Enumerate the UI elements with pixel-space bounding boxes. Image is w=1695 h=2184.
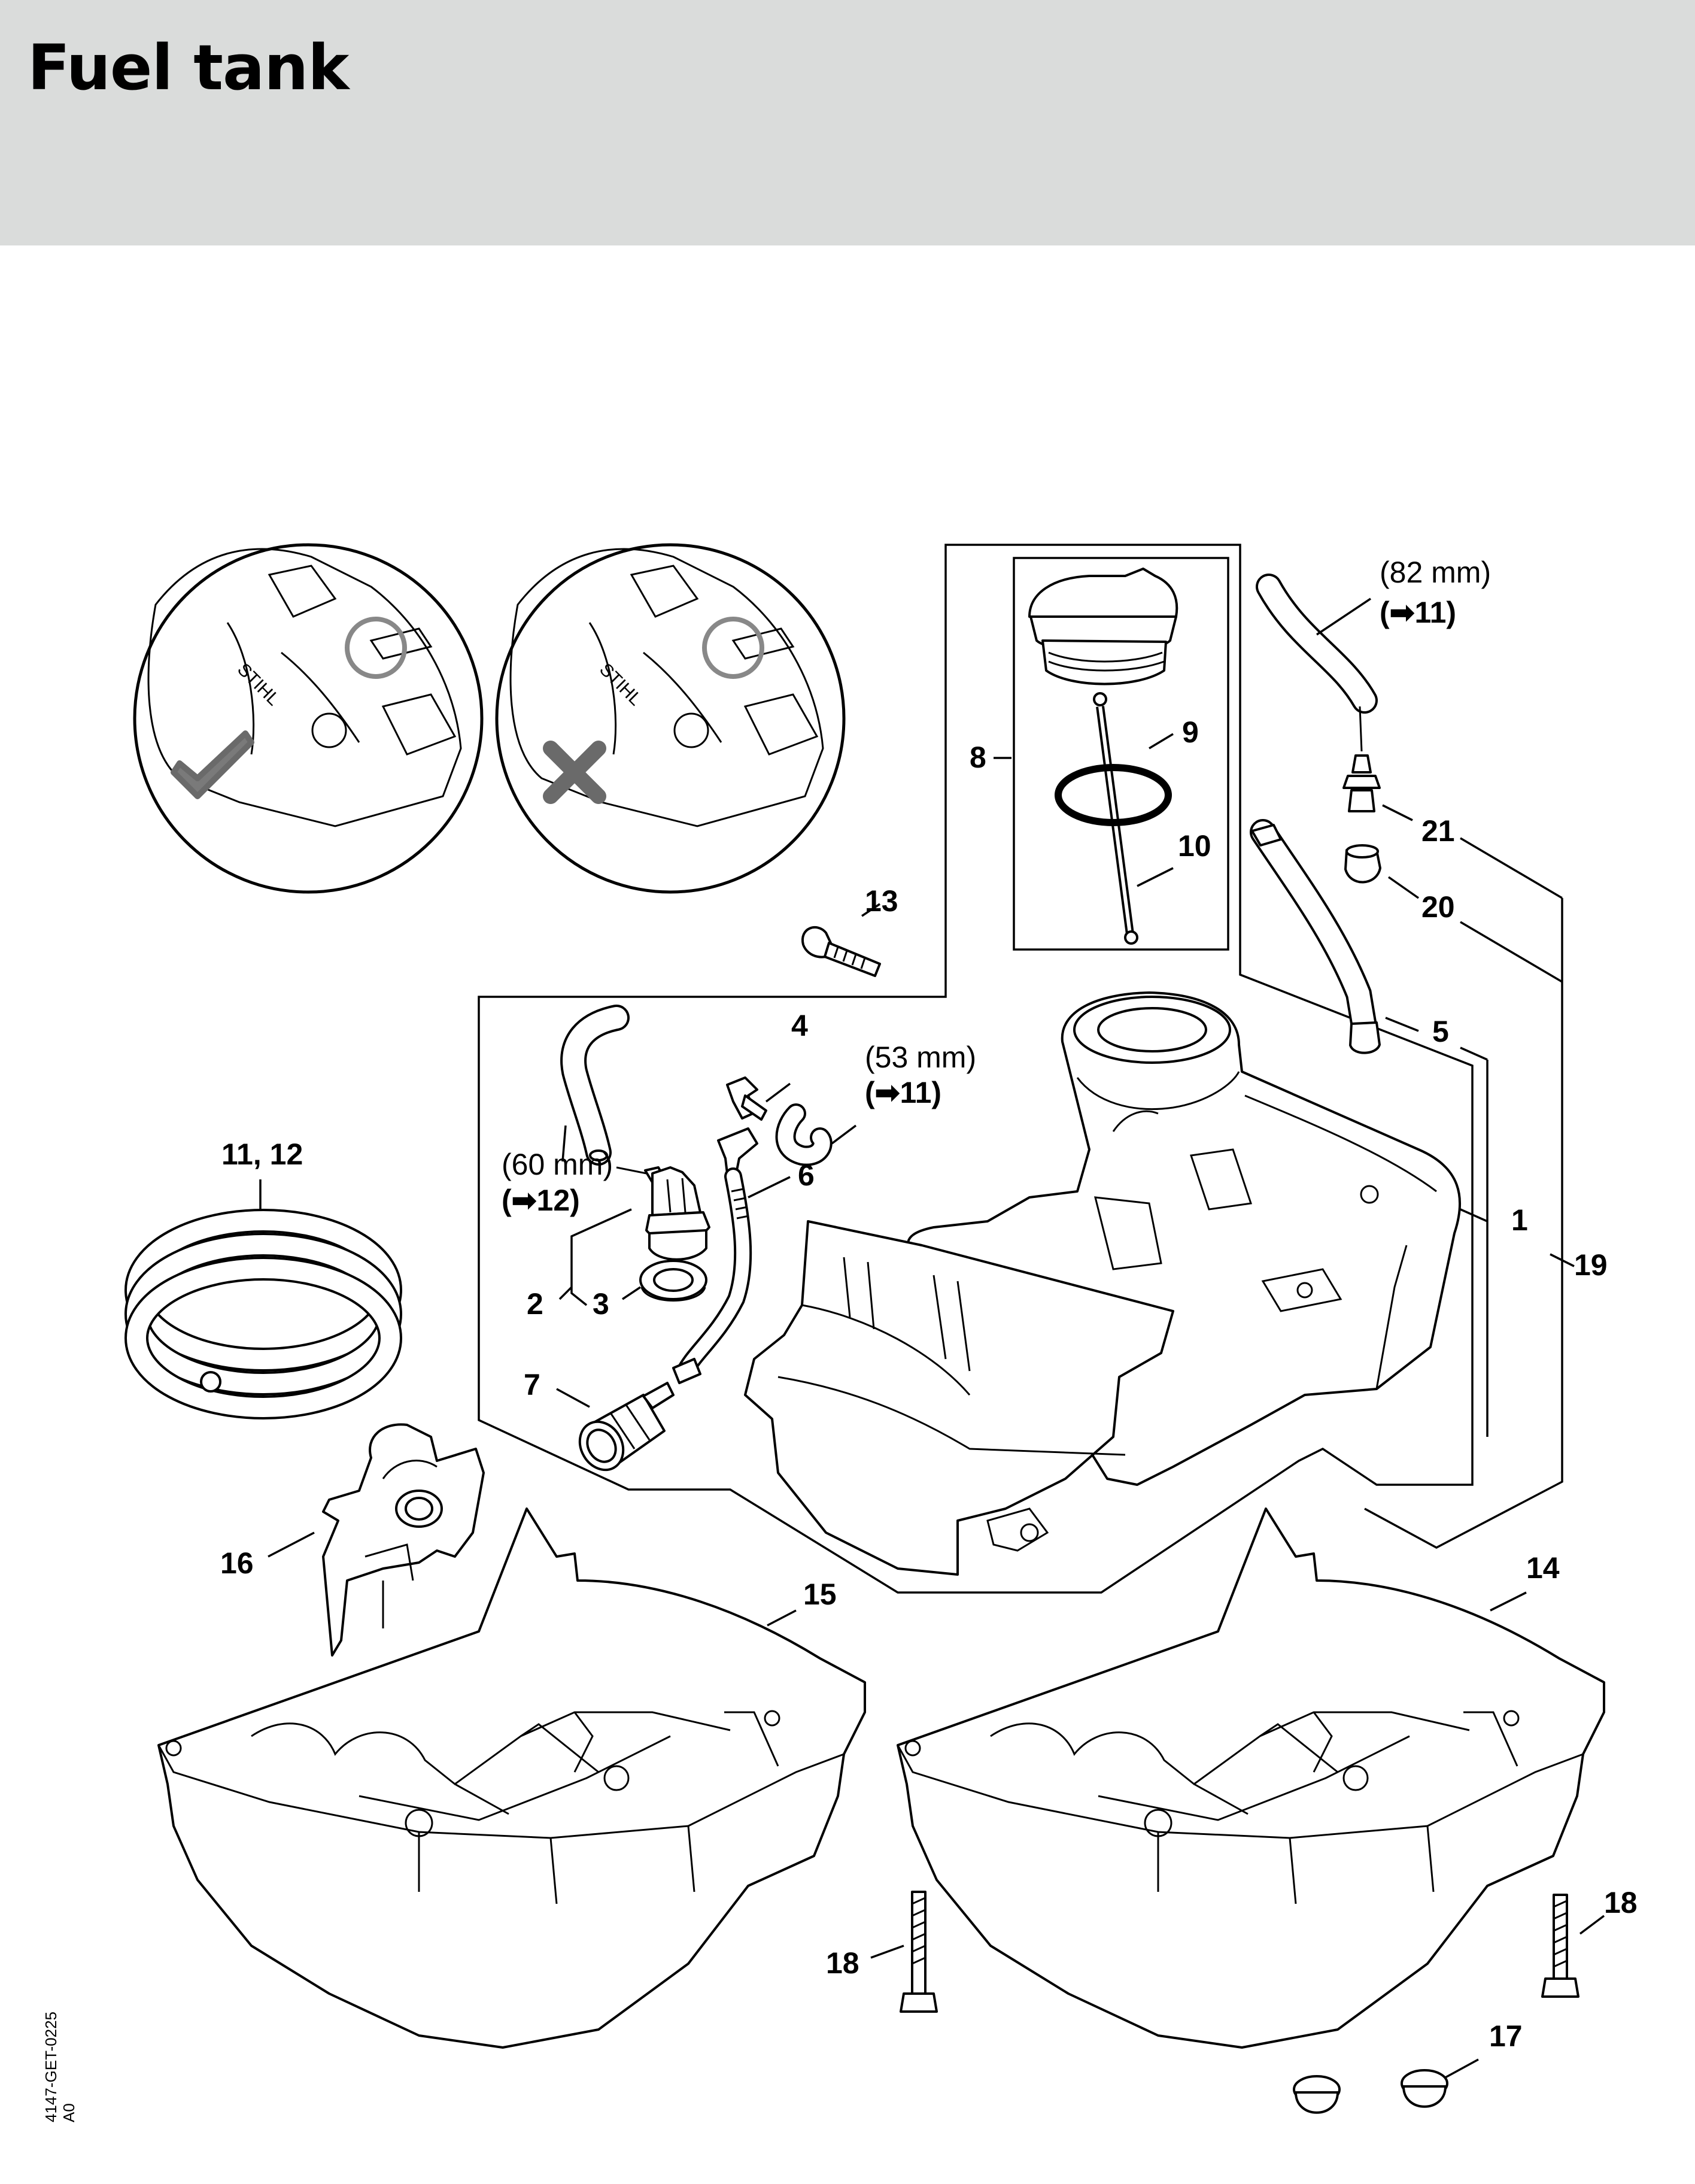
part-screw-18-left (900, 1891, 938, 2013)
callout-19: 19 (1574, 1248, 1608, 1282)
callout-16: 16 (220, 1546, 254, 1580)
part-vent-2 (616, 1166, 710, 1261)
part-bracket-16 (322, 1423, 485, 1657)
callout-7: 7 (524, 1368, 540, 1402)
part-screw-13 (801, 926, 881, 977)
inset-correct-highlight (345, 617, 407, 679)
part-fuel-hose-6 (672, 1127, 758, 1384)
note-82mm-ref: (➡11) (1380, 596, 1456, 629)
part-tank-tray (744, 1220, 1174, 1576)
callout-3: 3 (593, 1287, 609, 1321)
callout-labels: 1 2 3 4 5 6 7 8 9 10 11, 12 13 14 15 16 … (220, 715, 1638, 2053)
callout-18-left: 18 (826, 1946, 859, 1980)
page-title: Fuel tank (28, 31, 349, 104)
callout-6: 6 (798, 1158, 815, 1192)
part-shroud-15 (157, 1507, 866, 2049)
note-60mm-ref: (➡12) (502, 1184, 580, 1217)
note-53mm-length: (53 mm) (865, 1041, 976, 1074)
callout-2: 2 (527, 1287, 543, 1321)
hose-length-notes: (82 mm) (➡11) (53 mm) (➡11) (60 mm) (➡12… (502, 556, 1491, 1217)
callout-14: 14 (1526, 1551, 1560, 1585)
note-53mm-ref: (➡11) (865, 1076, 941, 1109)
cap-assembly-box (1013, 557, 1229, 951)
part-hose-82mm (1256, 574, 1378, 752)
part-elbow-4 (726, 1076, 767, 1121)
callout-4: 4 (791, 1009, 808, 1042)
callout-15: 15 (803, 1578, 837, 1611)
part-shroud-14 (897, 1507, 1605, 2049)
part-o-ring (1055, 764, 1172, 826)
part-fitting-21 (1342, 754, 1381, 812)
callout-10: 10 (1178, 829, 1211, 863)
check-mark-icon (171, 730, 254, 799)
callout-21: 21 (1421, 814, 1455, 848)
note-82mm-length: (82 mm) (1380, 556, 1491, 589)
part-screw-18-right (1541, 1894, 1579, 1998)
leader-lines (259, 597, 1605, 2079)
callout-11-12: 11, 12 (221, 1138, 303, 1171)
part-hose-coil (124, 1209, 402, 1419)
part-fuel-filter-7 (578, 1382, 675, 1472)
part-hose-60mm (560, 1005, 630, 1166)
document-code-revision: A0 (60, 2103, 78, 2122)
note-60mm-length: (60 mm) (502, 1148, 613, 1181)
header-bar: Fuel tank (0, 0, 1695, 245)
callout-17: 17 (1489, 2019, 1523, 2053)
inset-incorrect-highlight (702, 617, 764, 679)
callout-9: 9 (1182, 715, 1199, 749)
part-valve-20 (1344, 844, 1381, 884)
callout-13: 13 (865, 884, 898, 918)
callout-20: 20 (1421, 890, 1455, 924)
document-code: 4147-GET-0225 A0 (42, 2012, 78, 2122)
part-hose-53mm (775, 1103, 833, 1166)
inset-correct: STIHL (133, 543, 484, 894)
part-tank-cap (1028, 568, 1178, 685)
inset-incorrect: STIHL (495, 543, 846, 894)
document-code-number: 4147-GET-0225 (42, 2011, 60, 2122)
part-grommet-3 (639, 1260, 707, 1302)
cross-mark-icon (543, 741, 606, 804)
callout-5: 5 (1432, 1015, 1449, 1048)
callout-18-right: 18 (1604, 1886, 1638, 1919)
part-hose-5 (1250, 819, 1381, 1054)
callout-1: 1 (1511, 1203, 1528, 1237)
part-plugs-17 (1293, 2069, 1448, 2114)
callout-8: 8 (970, 741, 986, 774)
